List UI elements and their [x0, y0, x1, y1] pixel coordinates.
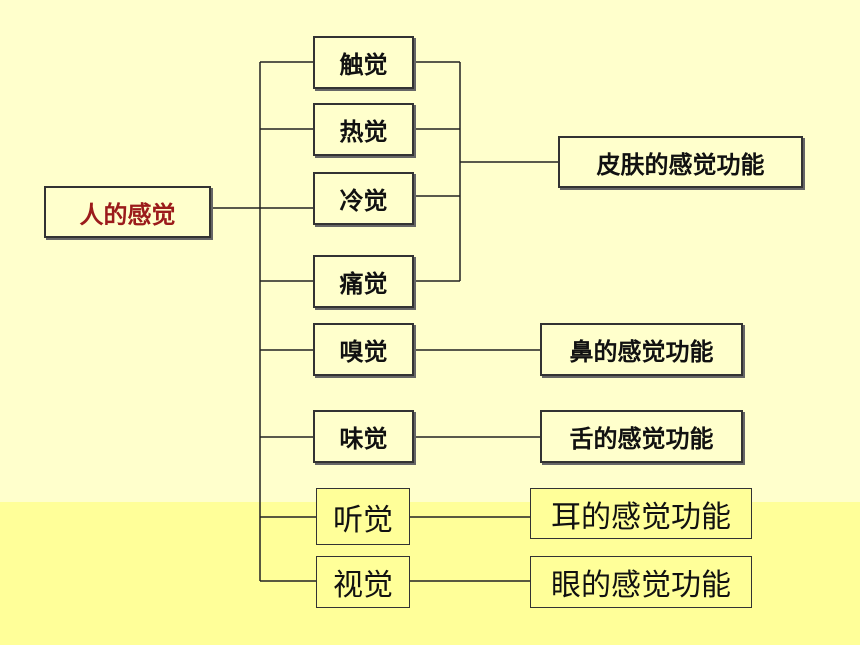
sense-cold: 冷觉: [313, 172, 414, 225]
sense-pain: 痛觉: [313, 255, 414, 308]
function-eye: 眼的感觉功能: [530, 556, 752, 608]
sense-vision: 视觉: [316, 556, 410, 608]
sense-heat: 热觉: [313, 103, 414, 156]
function-tongue: 舌的感觉功能: [540, 410, 743, 463]
function-skin: 皮肤的感觉功能: [558, 136, 803, 188]
function-ear: 耳的感觉功能: [530, 488, 752, 539]
sense-touch: 触觉: [313, 36, 414, 89]
root-node: 人的感觉: [44, 186, 211, 238]
sense-hearing: 听觉: [316, 488, 410, 545]
function-nose: 鼻的感觉功能: [540, 323, 743, 376]
sense-taste: 味觉: [313, 410, 414, 463]
sense-smell: 嗅觉: [313, 323, 414, 376]
